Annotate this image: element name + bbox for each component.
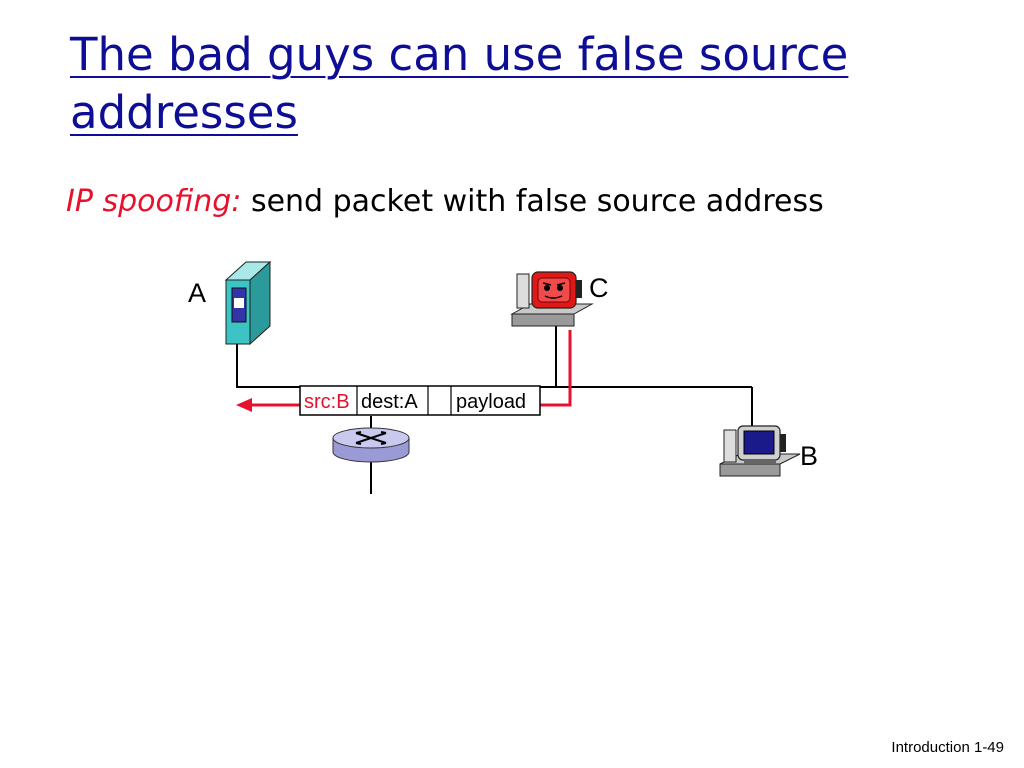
host-a-label: A — [188, 278, 206, 308]
spoof-arrowhead — [236, 398, 252, 412]
packet-box — [299, 385, 541, 416]
spoofed-packet-path — [248, 330, 572, 407]
subtitle-term: IP spoofing: — [66, 184, 242, 219]
slide-footer: Introduction 1-49 — [891, 739, 1004, 756]
network-wires — [236, 325, 753, 494]
host-b-label: B — [800, 441, 818, 471]
router-icon — [332, 427, 410, 463]
wire-a-to-bus — [236, 343, 300, 388]
packet-payload-field: payload — [456, 391, 526, 413]
packet-dest-field: dest:A — [361, 391, 418, 413]
computer-icon — [719, 425, 801, 477]
server-icon — [224, 260, 272, 346]
packet: src:B dest:A payload — [299, 385, 541, 416]
host-c-label: C — [589, 273, 609, 303]
attacker-computer-icon — [510, 271, 594, 327]
packet-src-field: src:B — [304, 391, 350, 413]
slide-subtitle: IP spoofing: send packet with false sour… — [66, 184, 824, 219]
subtitle-definition: send packet with false source address — [250, 184, 824, 219]
slide-title: The bad guys can use false source addres… — [70, 28, 849, 139]
spoof-path-line — [540, 330, 572, 407]
